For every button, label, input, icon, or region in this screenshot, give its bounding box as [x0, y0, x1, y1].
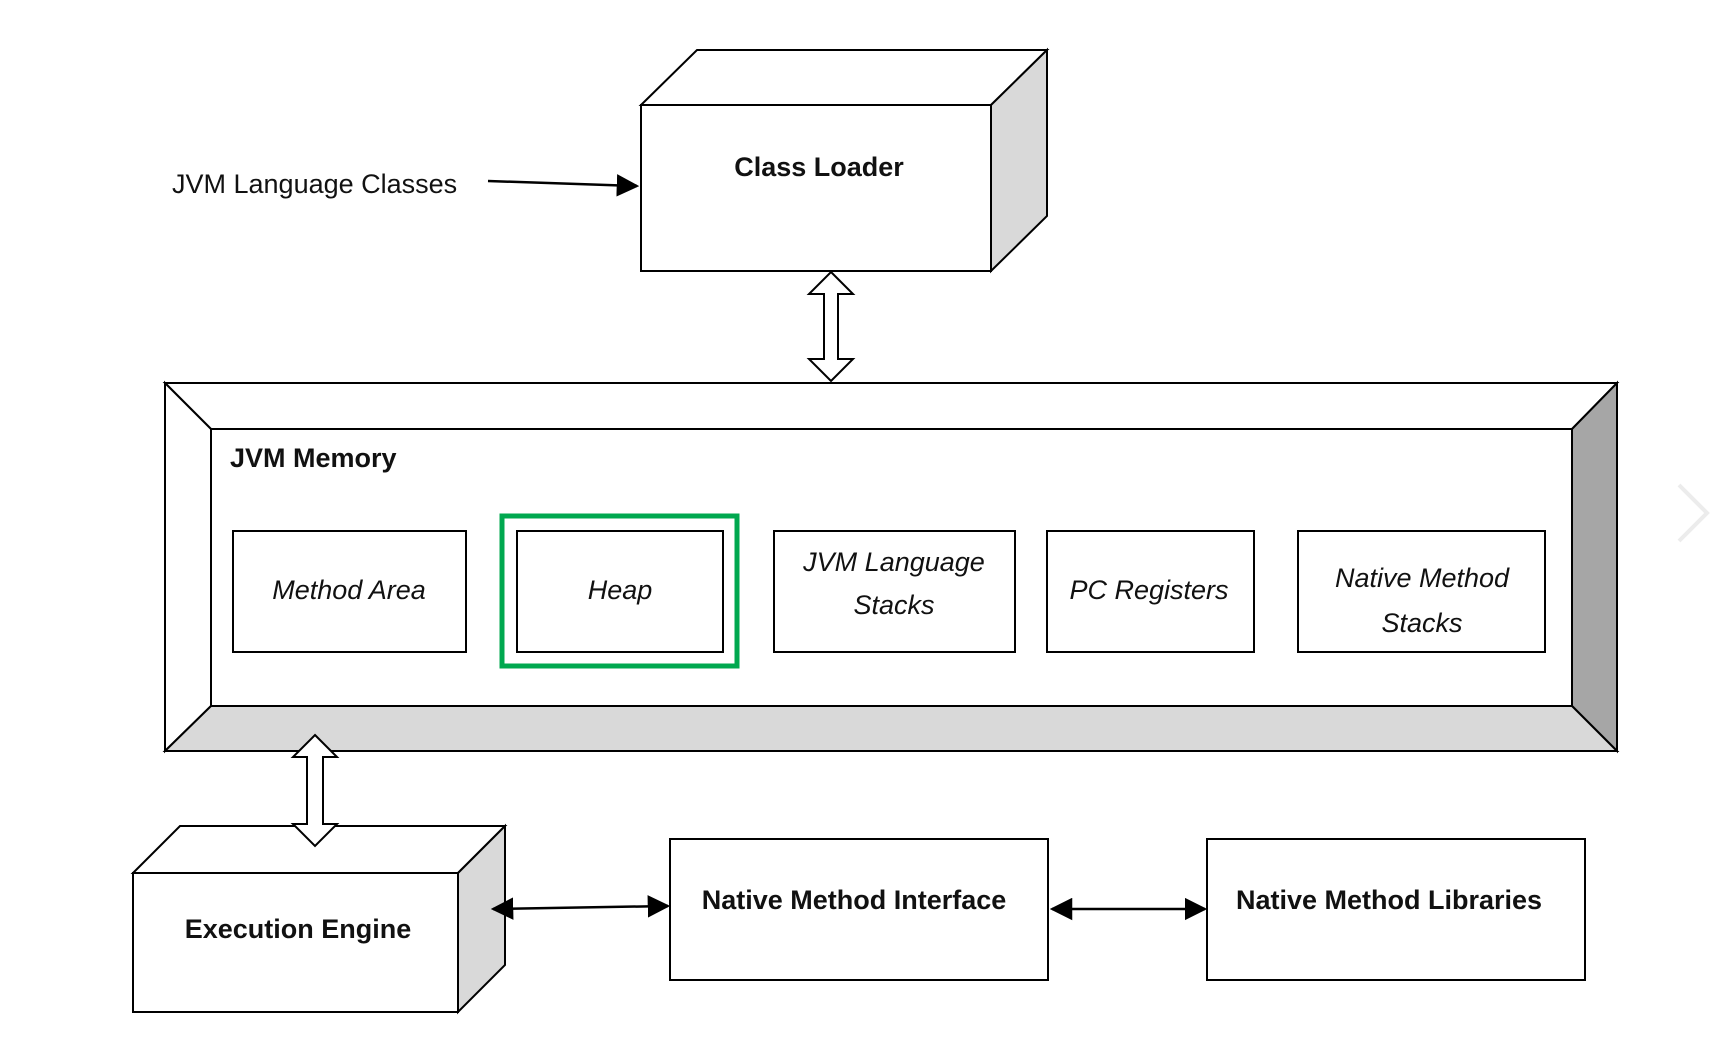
jvm-memory-bevel-bottom [162, 705, 1620, 752]
memory-area-label-line2: Stacks [1381, 608, 1462, 638]
memory-area-box [232, 530, 467, 653]
native-method-libraries-rect [1206, 838, 1586, 981]
memory-area-label-line1: JVM Language [802, 547, 985, 577]
memory-engine-double-arrow [290, 733, 340, 848]
memory-area-box [516, 530, 724, 653]
memory-area-pc-registers: PC Registers [1046, 530, 1255, 653]
heap-highlight-frame [499, 513, 740, 669]
jvm-memory-bevel-top [162, 382, 1620, 430]
memory-area-box [1297, 530, 1546, 653]
next-chevron-icon[interactable] [1677, 483, 1710, 543]
execution-engine-label: Execution Engine [185, 914, 412, 944]
memory-area-label-line1: Native Method [1335, 563, 1510, 593]
memory-area-label: Method Area [272, 575, 426, 605]
memory-area-native-method-stacks: Native Method Stacks [1297, 530, 1546, 653]
classloader-memory-double-arrow [806, 270, 856, 383]
memory-area-jvm-language-stacks: JVM Language Stacks [773, 530, 1016, 653]
execution-engine-box: Execution Engine [130, 823, 508, 1015]
class-loader-top-face [638, 49, 1050, 106]
native-method-libraries-box: Native Method Libraries [1206, 838, 1586, 981]
input-label: JVM Language Classes [172, 169, 457, 199]
class-loader-box: Class Loader [638, 47, 1050, 274]
class-loader-label: Class Loader [734, 152, 904, 182]
memory-area-label: Heap [588, 575, 653, 605]
memory-area-label-line2: Stacks [853, 590, 934, 620]
memory-area-heap: Heap [499, 513, 740, 669]
jvm-memory-title: JVM Memory [230, 443, 397, 473]
execution-engine-front-face [132, 872, 459, 1013]
jvm-memory-bevel-right [1571, 380, 1618, 754]
native-method-interface-box: Native Method Interface [669, 838, 1049, 981]
native-method-interface-rect [669, 838, 1049, 981]
engine-interface-double-arrow [490, 895, 671, 920]
native-method-libraries-label: Native Method Libraries [1236, 885, 1542, 915]
native-method-interface-label: Native Method Interface [702, 885, 1007, 915]
jvm-memory-bevel-left [164, 380, 212, 754]
memory-area-box [773, 530, 1016, 653]
memory-area-box [1046, 530, 1255, 653]
input-arrow [487, 174, 640, 197]
class-loader-front-face [640, 104, 992, 272]
memory-area-method-area: Method Area [232, 530, 467, 653]
memory-area-label: PC Registers [1069, 575, 1228, 605]
